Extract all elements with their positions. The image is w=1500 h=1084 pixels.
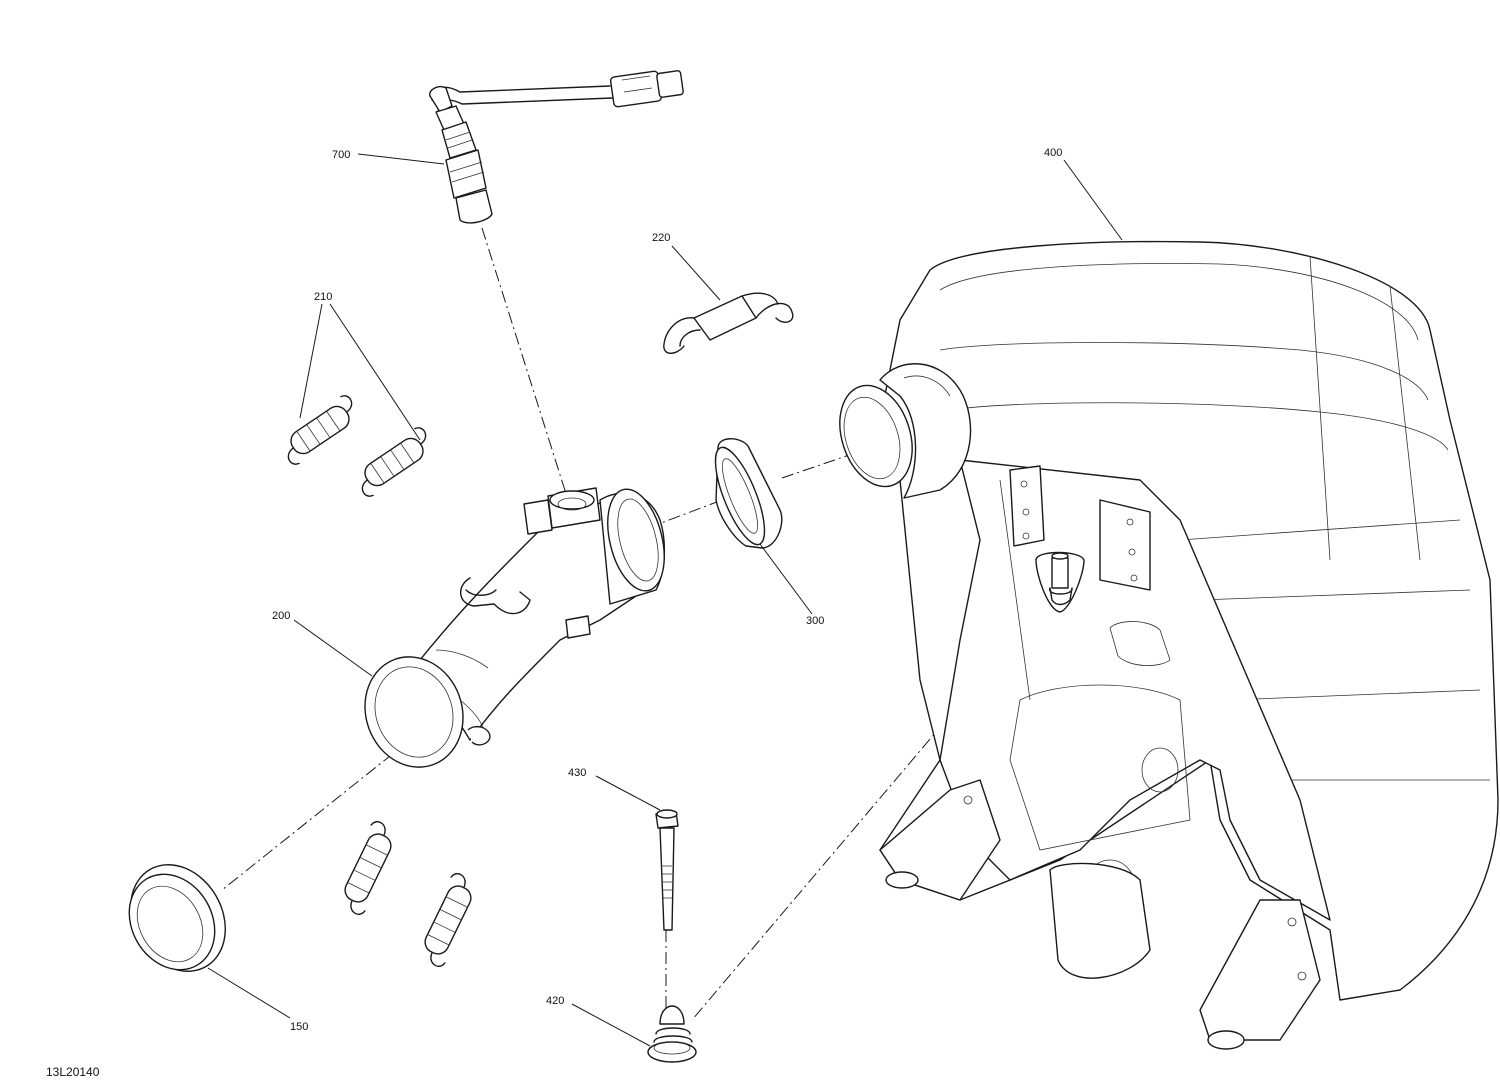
callout-150: 150 (290, 1021, 308, 1033)
callout-400: 400 (1044, 147, 1062, 159)
callout-labels: 700 400 220 210 200 300 430 420 150 (272, 147, 1062, 1033)
bolt-430 (655, 809, 679, 931)
exhaust-pipe-200 (364, 487, 665, 768)
callout-300: 300 (806, 615, 824, 627)
leader-lines (207, 153, 1123, 1047)
springs-210 (287, 395, 427, 497)
callout-700: 700 (332, 149, 350, 161)
callout-200: 200 (272, 610, 290, 622)
callout-210: 210 (314, 291, 332, 303)
spring-clip-220 (663, 292, 794, 354)
callout-220: 220 (652, 232, 670, 244)
ring-150 (128, 864, 226, 972)
diagram-code: 13L20140 (46, 1065, 100, 1079)
springs-lower (344, 821, 472, 967)
ring-seal-300 (714, 438, 783, 549)
muffler-400 (839, 240, 1499, 1050)
callout-420: 420 (546, 995, 564, 1007)
callout-430: 430 (568, 767, 586, 779)
grommet-420 (647, 1005, 697, 1063)
oxygen-sensor-700 (429, 70, 684, 224)
